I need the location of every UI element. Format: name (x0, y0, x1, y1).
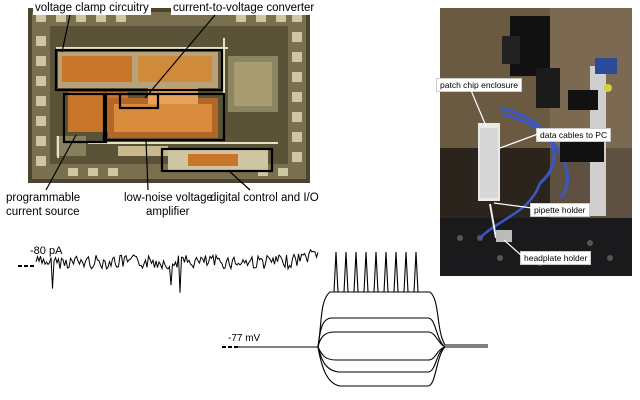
photo-label-pipette: pipette holder (530, 203, 590, 217)
label-lna-2: amplifier (146, 206, 190, 218)
label-i2v: current-to-voltage converter (171, 2, 317, 15)
digital-box (160, 147, 274, 173)
voltage-clamp-box (54, 48, 224, 92)
i2v-box (118, 92, 160, 110)
chip-die-graphic (28, 8, 310, 183)
rig-photo: patch chip enclosure data cables to PC p… (436, 8, 632, 276)
rig-photo-graphic (440, 8, 632, 276)
photo-label-headplate: headplate holder (520, 251, 592, 265)
current-trace (35, 248, 319, 293)
label-lna-1: low-noise voltage (124, 192, 213, 204)
current-source-box (62, 92, 108, 144)
label-voltage-clamp: voltage clamp circuitry (33, 2, 151, 15)
chip-die-image (28, 8, 310, 183)
photo-label-cables: data cables to PC (536, 128, 612, 142)
label-prog-source-1: programmable (6, 192, 81, 204)
voltage-trace-label: -77 mV (228, 333, 261, 344)
current-trace-label: -80 pA (30, 245, 63, 257)
photo-label-enclosure: patch chip enclosure (436, 78, 522, 92)
label-prog-source-2: current source (6, 206, 80, 218)
label-digital: digital control and I/O (210, 192, 319, 204)
